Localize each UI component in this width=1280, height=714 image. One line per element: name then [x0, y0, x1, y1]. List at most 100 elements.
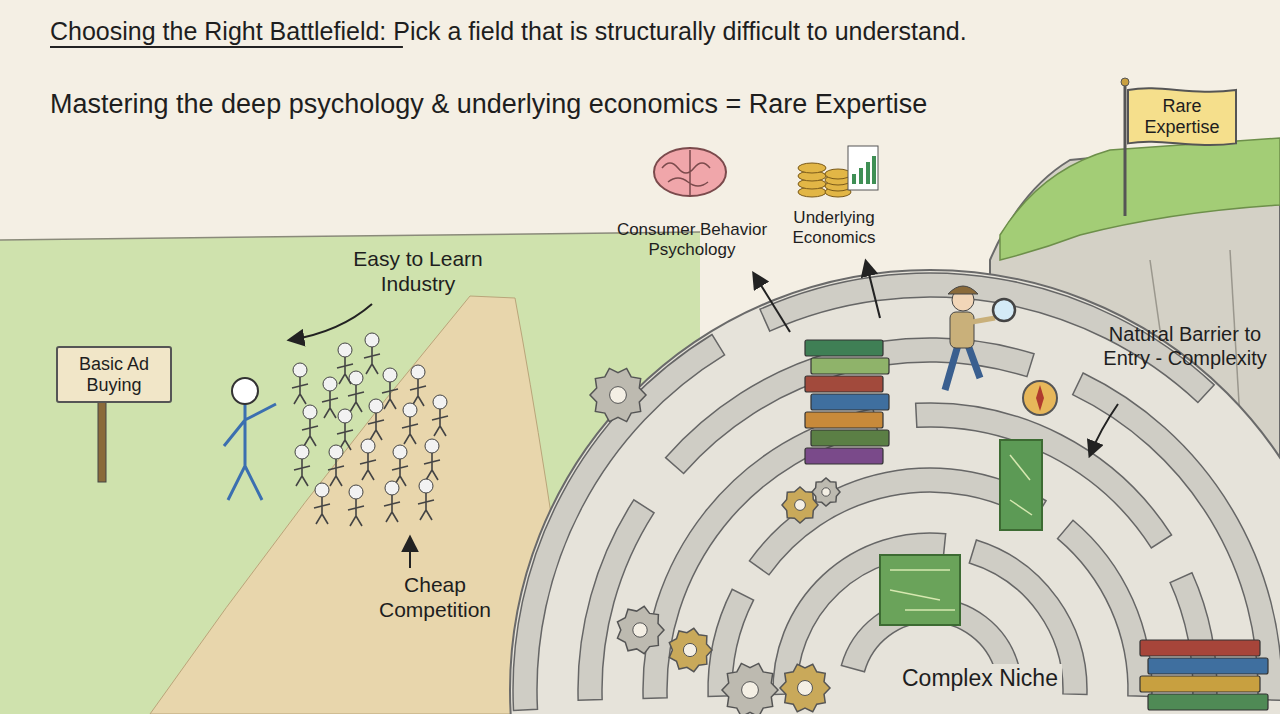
stick-figure [384, 495, 400, 522]
leader-arrow [290, 304, 372, 340]
book [811, 394, 889, 410]
maze-wall [666, 338, 1034, 474]
gear [669, 628, 712, 671]
stick-figure [348, 385, 364, 412]
magnifying-glass [993, 299, 1015, 321]
stick-figure [368, 413, 384, 440]
stick-head [393, 445, 407, 459]
sign-post [98, 400, 106, 482]
node-text: Rare Expertise [1136, 96, 1228, 137]
stick-figure [432, 409, 448, 436]
gear [780, 664, 830, 712]
stick-figure [364, 347, 380, 374]
coin [825, 169, 851, 179]
stick-figure [402, 417, 418, 444]
book [805, 448, 883, 464]
stick-figure [314, 497, 330, 524]
gear-hub [610, 387, 627, 404]
stick-figure [328, 459, 344, 486]
book [805, 412, 883, 428]
rock-crack [1150, 260, 1160, 330]
stick-head [361, 439, 375, 453]
book [805, 376, 883, 392]
stick-head [419, 479, 433, 493]
stick-figure [410, 379, 426, 406]
gear [812, 478, 840, 506]
gear-hub [683, 643, 696, 656]
book [1140, 676, 1260, 692]
flag-cloth [1128, 88, 1236, 145]
circuit-trace [890, 569, 950, 571]
book [805, 340, 883, 356]
circuit-board [880, 555, 960, 625]
stick-head [293, 363, 307, 377]
coin [798, 163, 826, 173]
stick-figure [424, 453, 440, 480]
leader-arrow [409, 538, 411, 568]
leader-arrow [866, 262, 880, 318]
stick-figure [294, 459, 310, 486]
maze-wall [578, 500, 654, 700]
leader-arrow [1090, 404, 1118, 455]
maze-wall [1073, 373, 1280, 700]
signpost-board: Basic Ad Buying [56, 346, 172, 403]
stick-head [433, 395, 447, 409]
circuit-trace [1010, 500, 1032, 515]
gear-hub [742, 682, 759, 699]
chart-icon [848, 146, 878, 190]
stick-head [349, 485, 363, 499]
stick-figure [322, 391, 338, 418]
book [811, 430, 889, 446]
annotation: Natural Barrier to Entry - Complexity [1096, 322, 1274, 370]
flag-banner: Rare Expertise [1128, 90, 1236, 143]
stick-figure [337, 357, 353, 384]
annotation: Complex Niche [898, 664, 1062, 694]
annotation: Underlying Economics [784, 208, 884, 249]
climber-torso [950, 312, 974, 348]
circuit-board [1000, 440, 1042, 530]
stick-head [385, 481, 399, 495]
circuit-trace [890, 590, 940, 600]
stick-head [403, 403, 417, 417]
flag-pole [1124, 84, 1127, 216]
node-text: Basic Ad Buying [66, 354, 162, 395]
book [1148, 658, 1268, 674]
subtitle: Mastering the deep psychology & underlyi… [50, 88, 927, 120]
climber-hat [948, 286, 978, 294]
compass-needle [1036, 385, 1044, 411]
stick-head [425, 439, 439, 453]
chart-bars [854, 156, 874, 184]
stick-head [323, 377, 337, 391]
stick-head [303, 405, 317, 419]
maze [510, 270, 1280, 714]
stick-figure [382, 382, 398, 409]
book [811, 358, 889, 374]
cliff-grass [1000, 138, 1280, 260]
climber-arm [972, 318, 995, 322]
stick-figure [302, 419, 318, 446]
main-figure-head [232, 378, 258, 404]
title: Choosing the Right Battlefield: Pick a f… [50, 16, 967, 46]
gear-hub [822, 488, 830, 496]
stick-head [383, 368, 397, 382]
stick-head [369, 399, 383, 413]
title-underline [50, 46, 403, 48]
stick-figure [418, 493, 434, 520]
maze-wall [513, 334, 725, 710]
stick-figure [348, 499, 364, 526]
annotation: Cheap Competition [360, 572, 510, 622]
circuit-trace [905, 609, 955, 611]
book [1140, 640, 1260, 656]
annotation: Consumer Behavior Psychology [606, 220, 778, 261]
stick-head [315, 483, 329, 497]
stick-head [338, 343, 352, 357]
circuit-trace [1010, 455, 1030, 480]
gear-hub [798, 681, 813, 696]
gear-hub [633, 623, 647, 637]
brain-folds [662, 150, 710, 195]
stick-figure [360, 453, 376, 480]
stick-head [329, 445, 343, 459]
climber-leg [945, 345, 980, 390]
gear [617, 606, 664, 653]
